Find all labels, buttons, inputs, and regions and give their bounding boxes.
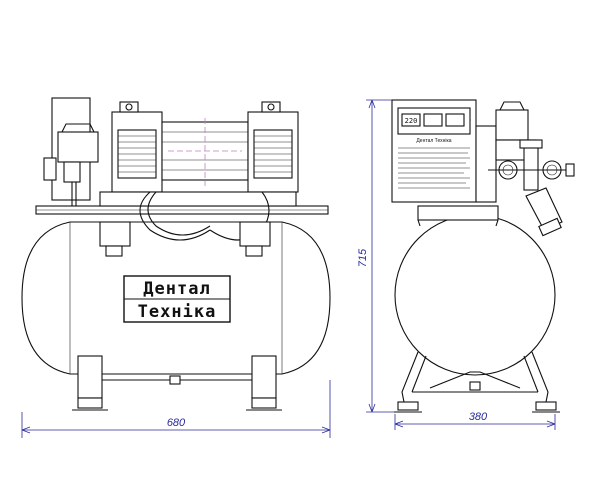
pressure-switch xyxy=(57,131,99,163)
front-left-leg xyxy=(77,355,103,399)
brand-line-1: Дентал xyxy=(143,279,210,299)
side-view: 220 Дентал Техніка xyxy=(391,99,575,413)
side-left-leg xyxy=(401,351,419,403)
dim-label-680: 680 xyxy=(167,417,186,429)
outlet-valve xyxy=(525,187,563,231)
left-cylinder-head xyxy=(111,101,163,193)
brand-label: Дентал Техніка xyxy=(123,275,231,323)
side-right-foot xyxy=(535,401,557,411)
front-right-leg xyxy=(251,355,277,399)
right-cylinder-head xyxy=(247,101,299,193)
motor-body xyxy=(161,118,249,186)
side-tank xyxy=(394,214,556,376)
side-right-leg xyxy=(531,351,549,403)
dimension-width-front: 680 xyxy=(21,380,331,438)
brand-line-2: Техніка xyxy=(138,302,217,322)
panel-brand-label: Дентал Техніка xyxy=(416,138,451,144)
display-readout: 220 xyxy=(405,117,418,125)
dim-label-715: 715 xyxy=(357,248,369,267)
dim-label-380: 380 xyxy=(469,411,488,423)
front-left-foot xyxy=(77,397,103,409)
dimension-width-side: 380 xyxy=(394,411,556,430)
dimension-height: 715 xyxy=(357,99,394,413)
control-panel: 220 Дентал Техніка xyxy=(391,99,477,203)
pressure-gauges xyxy=(488,139,575,191)
front-right-foot xyxy=(251,397,277,409)
hose-loop xyxy=(139,191,211,241)
side-left-foot xyxy=(397,401,419,411)
front-view: Дентал Техніка xyxy=(21,97,331,411)
